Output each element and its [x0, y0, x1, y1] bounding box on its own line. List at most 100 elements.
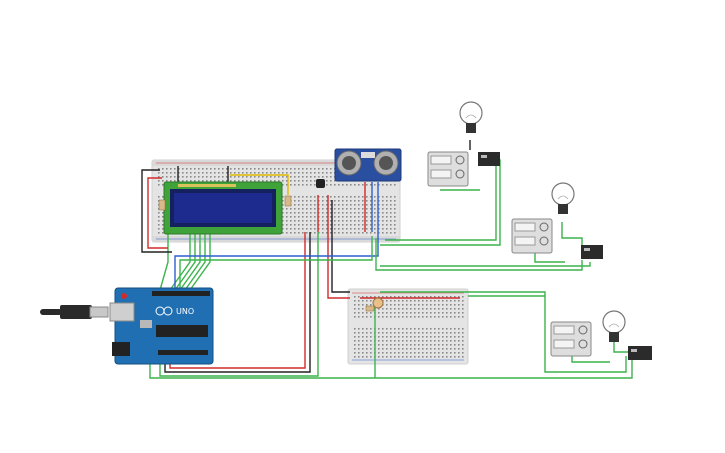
breadboard-hole	[310, 204, 312, 206]
breadboard-hole	[394, 200, 396, 202]
breadboard-hole	[390, 300, 392, 302]
wire-ground	[141, 169, 172, 253]
breadboard-hole	[366, 212, 368, 214]
breadboard-hole	[322, 228, 324, 230]
breadboard-hole	[446, 328, 448, 330]
breadboard-hole	[446, 336, 448, 338]
breadboard-hole	[286, 220, 288, 222]
breadboard-hole	[414, 340, 416, 342]
breadboard-hole	[158, 216, 160, 218]
power-module[interactable]	[550, 321, 592, 357]
relay[interactable]	[628, 346, 652, 360]
breadboard-hole	[362, 216, 364, 218]
breadboard-hole	[418, 304, 420, 306]
breadboard-hole	[382, 200, 384, 202]
breadboard-hole	[402, 328, 404, 330]
breadboard-hole	[166, 168, 168, 170]
breadboard-hole	[462, 328, 464, 330]
breadboard-hole	[454, 300, 456, 302]
breadboard-hole	[382, 316, 384, 318]
lcd-display[interactable]	[163, 181, 283, 235]
resistor[interactable]	[158, 199, 166, 211]
breadboard-hole	[378, 212, 380, 214]
breadboard-hole	[426, 332, 428, 334]
breadboard-hole	[186, 172, 188, 174]
breadboard-hole	[450, 348, 452, 350]
resistor[interactable]	[284, 195, 292, 207]
breadboard-hole	[358, 184, 360, 186]
breadboard-hole	[414, 328, 416, 330]
relay[interactable]	[478, 152, 500, 166]
breadboard-hole	[370, 220, 372, 222]
breadboard-hole	[386, 296, 388, 298]
breadboard-hole	[294, 184, 296, 186]
breadboard-hole	[310, 224, 312, 226]
breadboard-hole	[302, 172, 304, 174]
breadboard-hole	[382, 308, 384, 310]
breadboard-hole	[390, 184, 392, 186]
light-bulb-icon[interactable]	[551, 182, 575, 214]
breadboard-hole	[218, 180, 220, 182]
small-breadboard[interactable]	[347, 288, 469, 365]
breadboard-hole	[190, 176, 192, 178]
breadboard-hole	[418, 344, 420, 346]
power-module[interactable]	[427, 151, 469, 187]
breadboard-hole	[214, 168, 216, 170]
breadboard-hole	[182, 172, 184, 174]
breadboard-hole	[330, 200, 332, 202]
breadboard-hole	[450, 296, 452, 298]
breadboard-hole	[426, 336, 428, 338]
breadboard-hole	[458, 352, 460, 354]
light-bulb-icon[interactable]	[459, 101, 483, 133]
breadboard-hole	[294, 208, 296, 210]
breadboard-hole	[442, 332, 444, 334]
breadboard-hole	[430, 344, 432, 346]
breadboard-hole	[442, 300, 444, 302]
breadboard-hole	[398, 352, 400, 354]
breadboard-hole	[410, 336, 412, 338]
breadboard-hole	[214, 180, 216, 182]
breadboard-hole	[362, 312, 364, 314]
breadboard-hole	[426, 356, 428, 358]
breadboard-hole	[354, 208, 356, 210]
breadboard-hole	[362, 328, 364, 330]
breadboard-hole	[294, 216, 296, 218]
power-module[interactable]	[511, 218, 553, 254]
breadboard-hole	[290, 184, 292, 186]
breadboard-hole	[426, 304, 428, 306]
breadboard-hole	[314, 212, 316, 214]
breadboard-hole	[358, 332, 360, 334]
breadboard-hole	[214, 176, 216, 178]
breadboard-hole	[426, 308, 428, 310]
photoresistor[interactable]	[365, 297, 384, 312]
breadboard-hole	[166, 172, 168, 174]
breadboard-hole	[398, 304, 400, 306]
breadboard-hole	[454, 304, 456, 306]
breadboard-hole	[186, 180, 188, 182]
breadboard-hole	[386, 332, 388, 334]
breadboard-hole	[426, 316, 428, 318]
tmp-sensor[interactable]	[316, 179, 325, 188]
breadboard-hole	[394, 220, 396, 222]
breadboard-hole	[434, 300, 436, 302]
breadboard-hole	[454, 344, 456, 346]
breadboard-hole	[270, 168, 272, 170]
breadboard-hole	[398, 344, 400, 346]
breadboard-hole	[370, 224, 372, 226]
ultrasonic-sensor[interactable]	[334, 148, 402, 182]
breadboard-hole	[190, 172, 192, 174]
breadboard-hole	[454, 316, 456, 318]
breadboard-hole	[278, 172, 280, 174]
relay[interactable]	[581, 245, 603, 259]
breadboard-hole	[342, 204, 344, 206]
breadboard-hole	[314, 168, 316, 170]
breadboard-hole	[438, 336, 440, 338]
breadboard-hole	[362, 352, 364, 354]
breadboard-hole	[310, 200, 312, 202]
light-bulb-icon[interactable]	[602, 310, 626, 342]
breadboard-hole	[374, 216, 376, 218]
breadboard-hole	[342, 196, 344, 198]
breadboard-hole	[294, 232, 296, 234]
arduino-uno[interactable]: UNO	[109, 287, 214, 365]
breadboard-hole	[366, 296, 368, 298]
